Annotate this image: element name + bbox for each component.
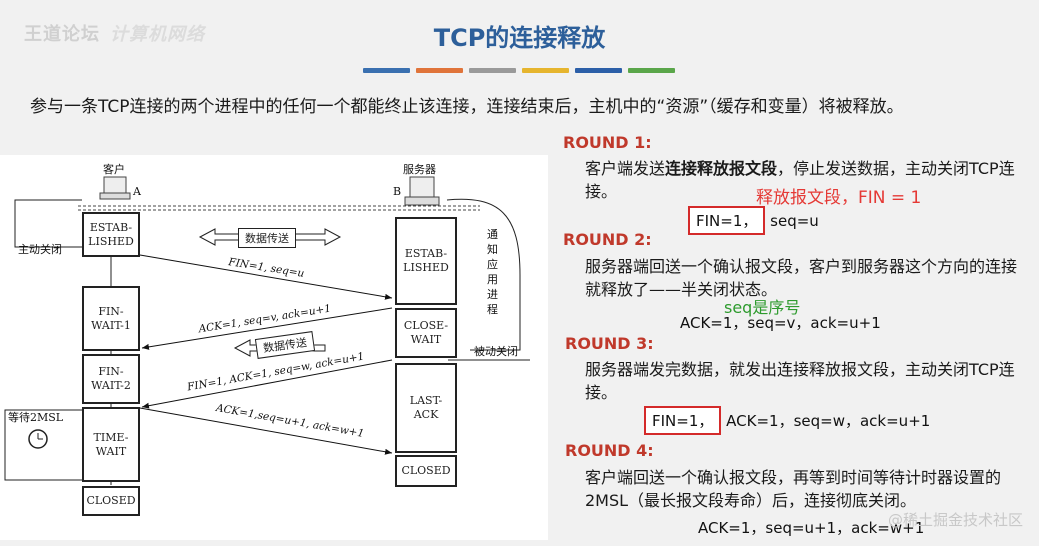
round-2-title: ROUND 2: <box>563 230 652 249</box>
watermark-ghost-text: 计算机网络 <box>110 24 205 45</box>
color-bar <box>416 68 463 73</box>
watermark-bottom-right: @稀土掘金技术社区 <box>887 511 1023 529</box>
color-bar <box>469 68 516 73</box>
color-bar <box>575 68 622 73</box>
round-2-annotation: seq是序号 <box>724 298 801 317</box>
round-1-seq-rest: seq=u <box>770 212 819 230</box>
client-label: 客户 <box>103 163 125 176</box>
notify-app-label: 通知 应用 进程 <box>487 228 498 316</box>
wait-2msl-label: 等待2MSL <box>8 411 64 424</box>
slide-title: TCP的连接释放 <box>433 24 606 52</box>
round-2-body: 服务器端回送一个确认报文段，客户到服务器这个方向的连接就释放了——半关闭状态。 <box>585 257 1018 299</box>
color-bar <box>363 68 410 73</box>
client-letter: A <box>133 185 141 198</box>
round-3-title: ROUND 3: <box>565 334 654 353</box>
client-computer-icon <box>99 176 131 200</box>
active-close-label: 主动关闭 <box>18 243 62 256</box>
server-label: 服务器 <box>403 163 436 176</box>
client-state-established: ESTAB- LISHED <box>82 212 140 257</box>
color-bar <box>522 68 569 73</box>
client-state-fin-wait-2: FIN- WAIT-2 <box>82 354 140 404</box>
color-bars <box>363 68 675 73</box>
server-computer-icon <box>404 176 440 206</box>
round-3-seq-rest: ACK=1，seq=w，ack=u+1 <box>726 412 931 430</box>
watermark-text: 王道论坛 <box>24 24 100 45</box>
watermark-logo: 王道论坛计算机网络 <box>24 20 205 46</box>
round-4-title: ROUND 4: <box>565 441 654 460</box>
round-1-fin-box: FIN=1， <box>688 206 766 235</box>
round-3-body: 服务器端发完数据，就发出连接释放报文段，主动关闭TCP连接。 <box>585 360 1015 402</box>
round-1-body-pre: 客户端发送 <box>585 159 666 178</box>
server-state-established: ESTAB- LISHED <box>395 217 457 305</box>
server-letter: B <box>393 185 402 198</box>
clock-icon <box>30 431 48 449</box>
round-1-title: ROUND 1: <box>563 133 652 152</box>
intro-paragraph: 参与一条TCP连接的两个进程中的任何一个都能终止该连接，连接结束后，主机中的“资… <box>30 97 904 117</box>
round-4-body: 客户端回送一个确认报文段，再等到时间等待计时器设置的2MSL（最长报文段寿命）后… <box>585 468 1002 510</box>
round-2-seq: ACK=1，seq=v，ack=u+1 <box>680 314 881 332</box>
client-state-time-wait: TIME- WAIT <box>82 407 140 482</box>
tcp-release-diagram: 客户 A 服务器 B 主动关闭 通知 应用 进程 被动关闭 等待2MSL 数据传… <box>0 155 548 540</box>
round-3-seq: FIN=1， ACK=1，seq=w，ack=u+1 <box>644 406 930 435</box>
client-state-closed: CLOSED <box>82 486 140 516</box>
round-4-seq: ACK=1，seq=u+1，ack=w+1 <box>698 519 925 537</box>
color-bar <box>628 68 675 73</box>
data-transfer-label: 数据传送 <box>238 228 296 248</box>
passive-close-label: 被动关闭 <box>474 345 518 358</box>
round-1-body-post: ，停止发送数据，主动关闭TCP连接。 <box>585 159 1015 201</box>
round-1-annotation: 释放报文段，FIN = 1 <box>756 188 922 208</box>
round-1-seq: FIN=1， seq=u <box>688 206 819 235</box>
client-state-fin-wait-1: FIN- WAIT-1 <box>82 286 140 351</box>
server-state-last-ack: LAST- ACK <box>395 363 457 453</box>
server-state-close-wait: CLOSE- WAIT <box>395 308 457 358</box>
round-3-fin-box: FIN=1， <box>644 406 722 435</box>
server-state-closed: CLOSED <box>395 455 457 487</box>
round-1-body: 客户端发送连接释放报文段，停止发送数据，主动关闭TCP连接。 <box>585 157 1025 203</box>
round-1-body-bold: 连接释放报文段 <box>665 159 778 178</box>
